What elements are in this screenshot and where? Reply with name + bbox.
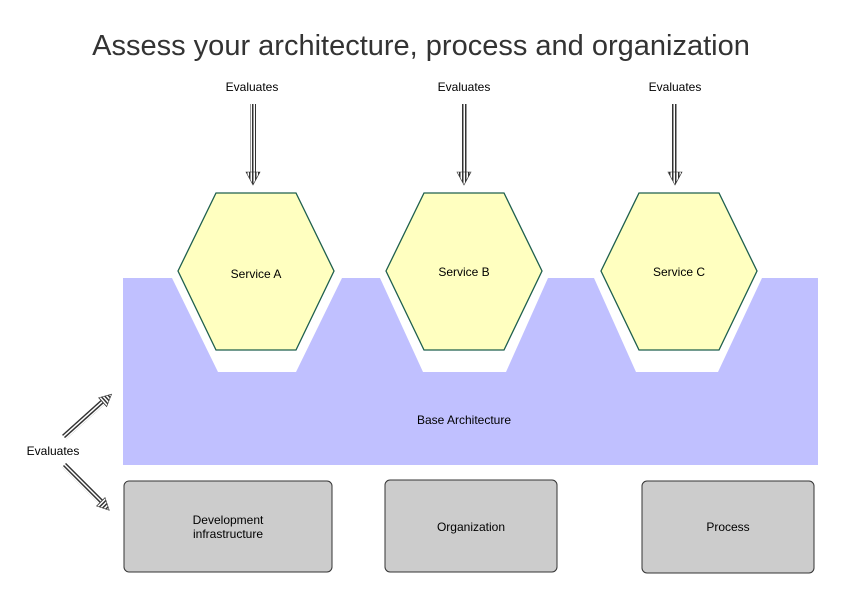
organization-box: Organization bbox=[384, 479, 558, 573]
down-arrow-icon bbox=[456, 104, 472, 186]
evaluates-label-a: Evaluates bbox=[226, 80, 279, 94]
diagonal-down-arrow-icon bbox=[61, 462, 110, 511]
organization-label: Organization bbox=[437, 520, 505, 534]
service-a-label: Service A bbox=[231, 267, 282, 281]
evaluates-label-b: Evaluates bbox=[438, 80, 491, 94]
service-c-label: Service C bbox=[653, 265, 705, 279]
evaluates-label-side: Evaluates bbox=[27, 444, 80, 458]
diagonal-up-arrow-icon bbox=[61, 393, 113, 440]
diagram-title: Assess your architecture, process and or… bbox=[92, 30, 750, 62]
down-arrow-icon bbox=[667, 104, 683, 186]
down-arrow-icon bbox=[245, 104, 261, 186]
service-b-hexagon: Service B bbox=[385, 192, 543, 351]
development-infrastructure-label-line2: infrastructure bbox=[193, 527, 263, 541]
process-label: Process bbox=[706, 520, 749, 534]
base-architecture-shape bbox=[123, 278, 818, 465]
service-c-hexagon: Service C bbox=[600, 192, 758, 351]
development-infrastructure-label-line1: Development bbox=[193, 513, 264, 527]
service-a-hexagon: Service A bbox=[177, 192, 335, 351]
base-architecture-label: Base Architecture bbox=[417, 413, 511, 427]
evaluates-label-c: Evaluates bbox=[649, 80, 702, 94]
service-b-label: Service B bbox=[438, 265, 489, 279]
process-box: Process bbox=[641, 480, 815, 574]
development-infrastructure-box: Development infrastructure bbox=[123, 480, 333, 573]
